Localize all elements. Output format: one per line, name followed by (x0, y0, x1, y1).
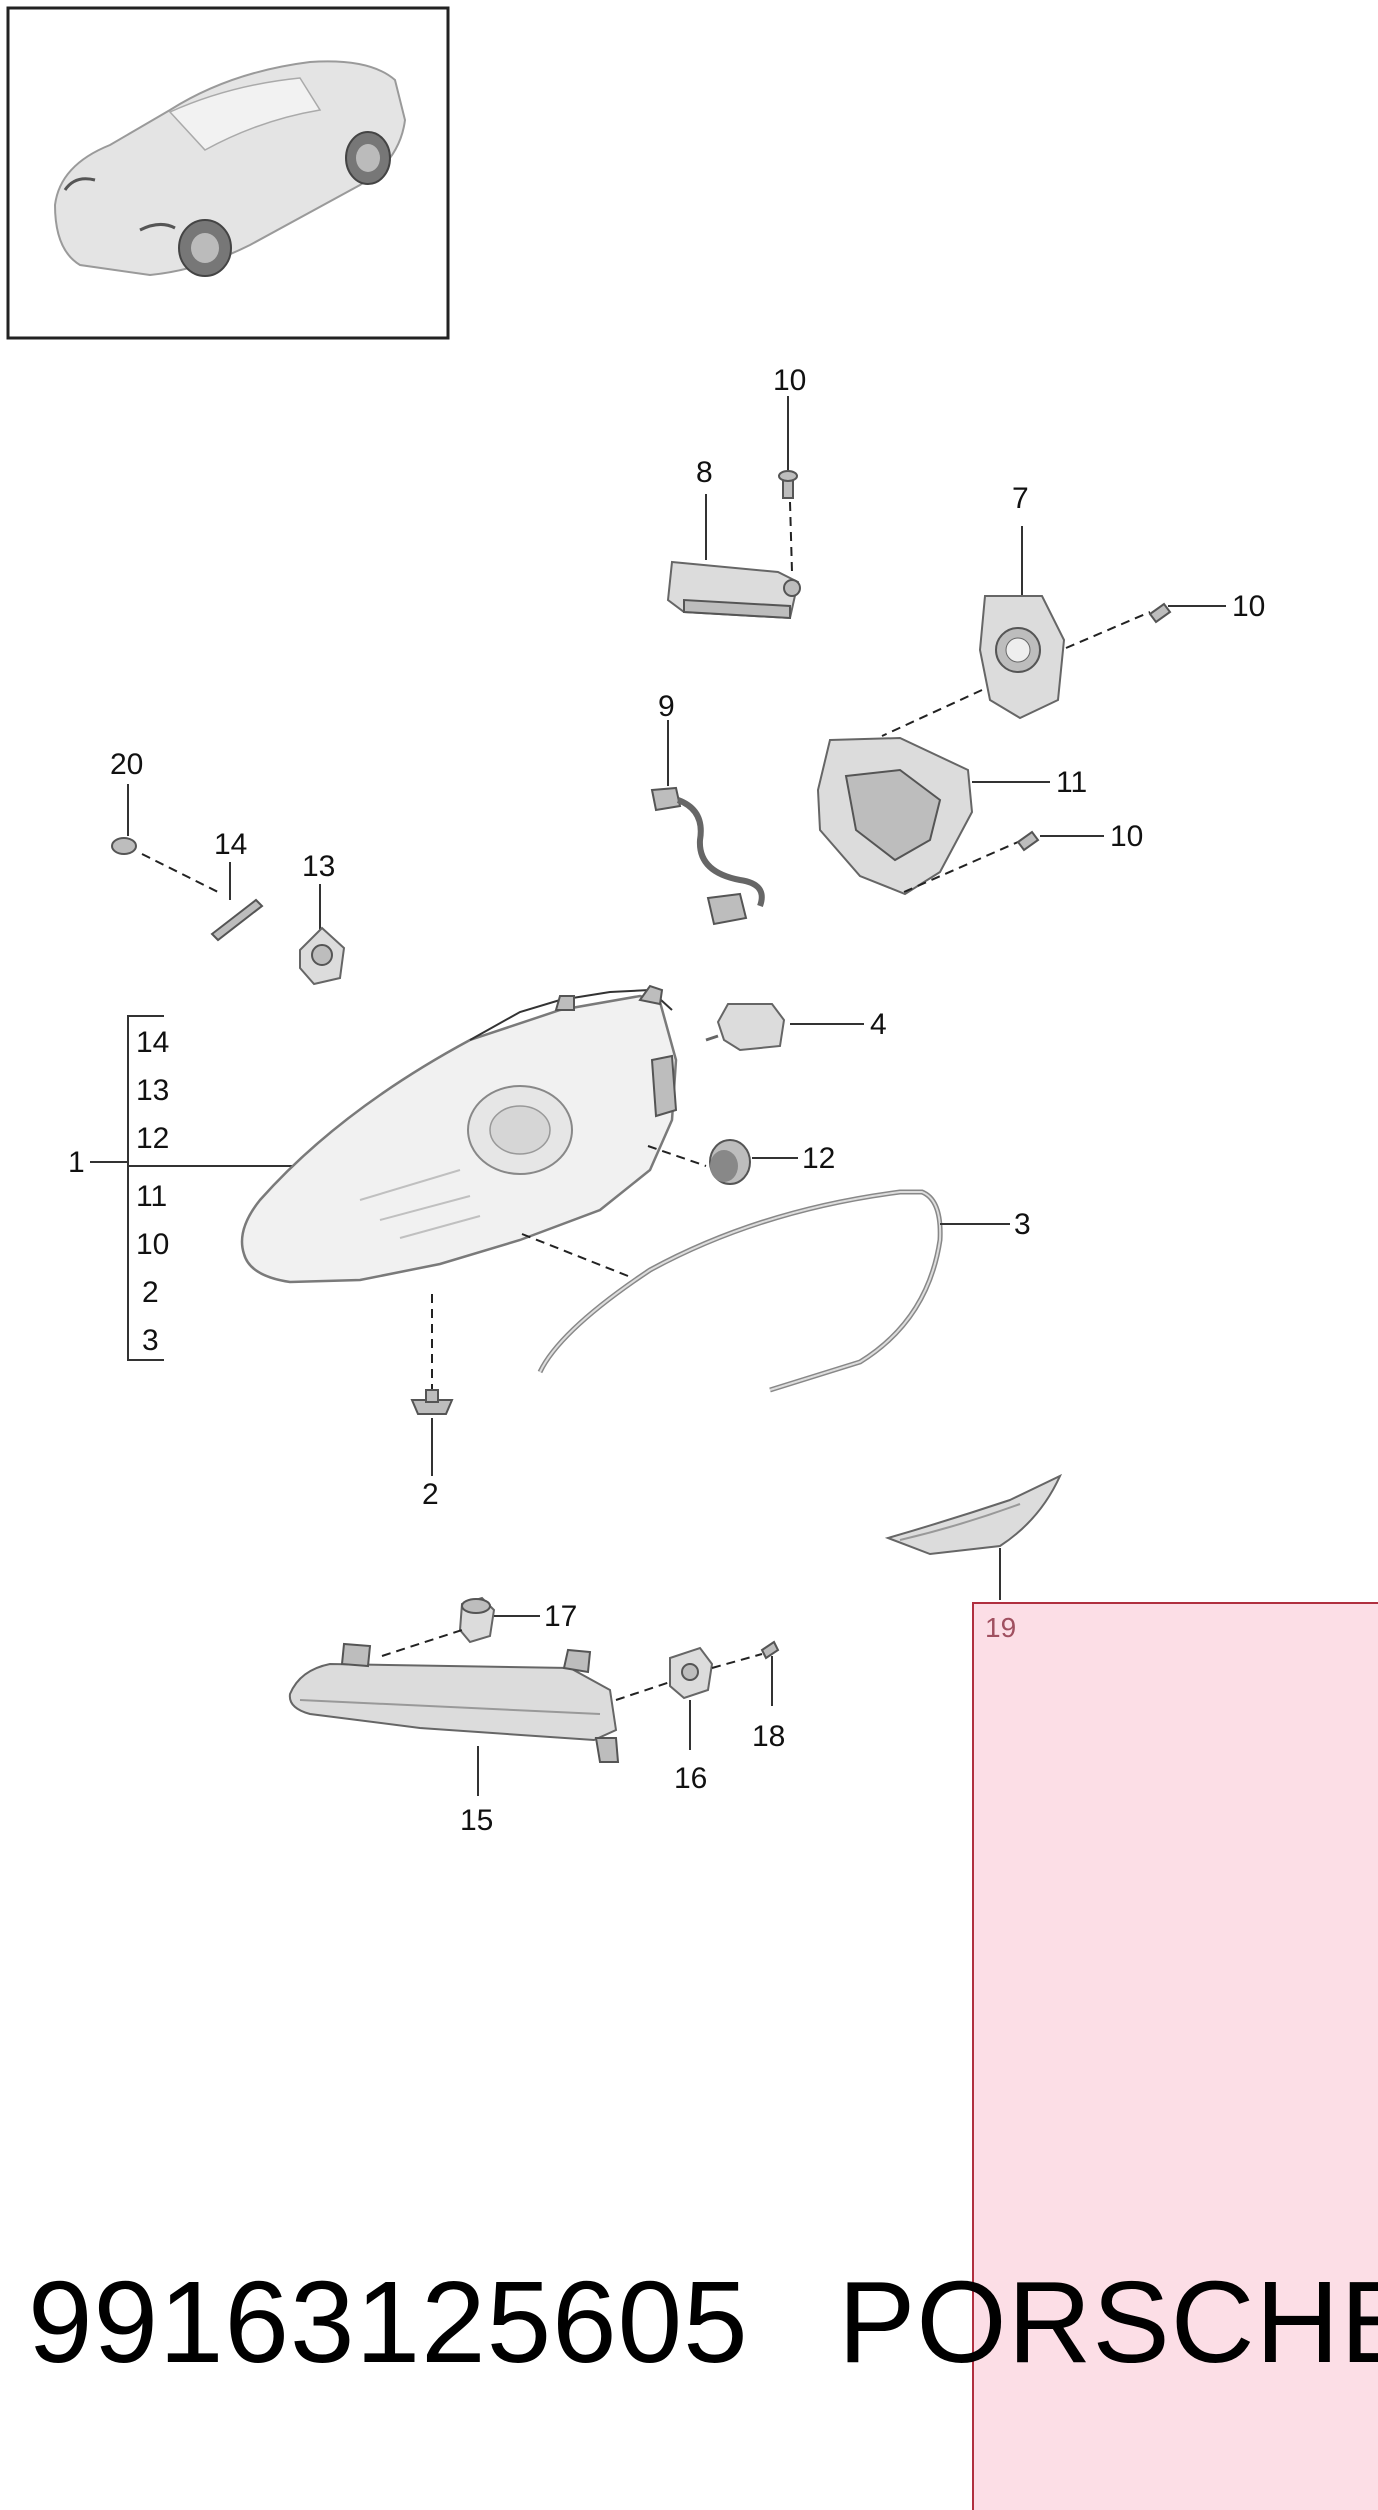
part-number: 99163125605 (28, 2257, 749, 2387)
callout-7: 7 (1012, 482, 1029, 515)
headlight-assembly-1 (240, 984, 678, 1284)
callout-10-top: 10 (773, 364, 806, 397)
callout-19: 19 (985, 1612, 1017, 1643)
callout-2: 2 (422, 1478, 439, 1511)
callout-18: 18 (752, 1720, 785, 1753)
screw-10-top (778, 396, 798, 573)
grommet-17 (381, 1596, 540, 1657)
trim-19 (884, 1473, 1063, 1600)
bracket-item-3: 3 (142, 1324, 159, 1357)
cap-12 (647, 1139, 798, 1185)
callout-1: 1 (68, 1146, 85, 1179)
screw-10-lower (903, 830, 1104, 893)
bracket-item-11: 11 (136, 1180, 167, 1213)
callout-12: 12 (802, 1142, 835, 1175)
callout-20: 20 (110, 748, 143, 781)
harness-9 (650, 720, 765, 926)
screw-10-right (1148, 602, 1226, 624)
screw-18 (760, 1640, 780, 1706)
cap-13 (299, 884, 346, 986)
callout-14-part: 14 (214, 828, 247, 861)
callout-9: 9 (658, 690, 675, 723)
car-thumbnail-icon (6, 6, 450, 340)
brand-name: PORSCHE (838, 2257, 1378, 2387)
socket-16 (669, 1646, 763, 1750)
callout-8: 8 (696, 456, 713, 489)
callout-10-lower: 10 (1110, 820, 1143, 853)
callout-3: 3 (1014, 1208, 1031, 1241)
control-unit-8 (666, 494, 801, 620)
callout-11: 11 (1056, 766, 1087, 799)
assembly-bracket (90, 1015, 320, 1361)
callout-13-part: 13 (302, 850, 335, 883)
drl-15 (288, 1642, 671, 1796)
bracket-item-13: 13 (136, 1074, 169, 1107)
callout-10-right: 10 (1232, 590, 1265, 623)
bulb-4 (705, 1003, 864, 1052)
control-unit-7 (881, 526, 1151, 737)
bracket-item-2: 2 (142, 1276, 159, 1309)
callout-15: 15 (460, 1804, 493, 1837)
bracket-item-12: 12 (136, 1122, 169, 1155)
strip-14 (210, 862, 264, 942)
callout-17: 17 (544, 1600, 577, 1633)
highlight-overlay (972, 1602, 1378, 2510)
bracket-item-10: 10 (136, 1228, 169, 1261)
washer-20 (111, 784, 219, 893)
bracket-11 (816, 736, 1050, 896)
seal-3 (521, 1189, 1010, 1393)
callout-16: 16 (674, 1762, 707, 1795)
clip-2 (410, 1294, 454, 1476)
bracket-item-14: 14 (136, 1026, 169, 1059)
callout-4: 4 (870, 1008, 887, 1041)
